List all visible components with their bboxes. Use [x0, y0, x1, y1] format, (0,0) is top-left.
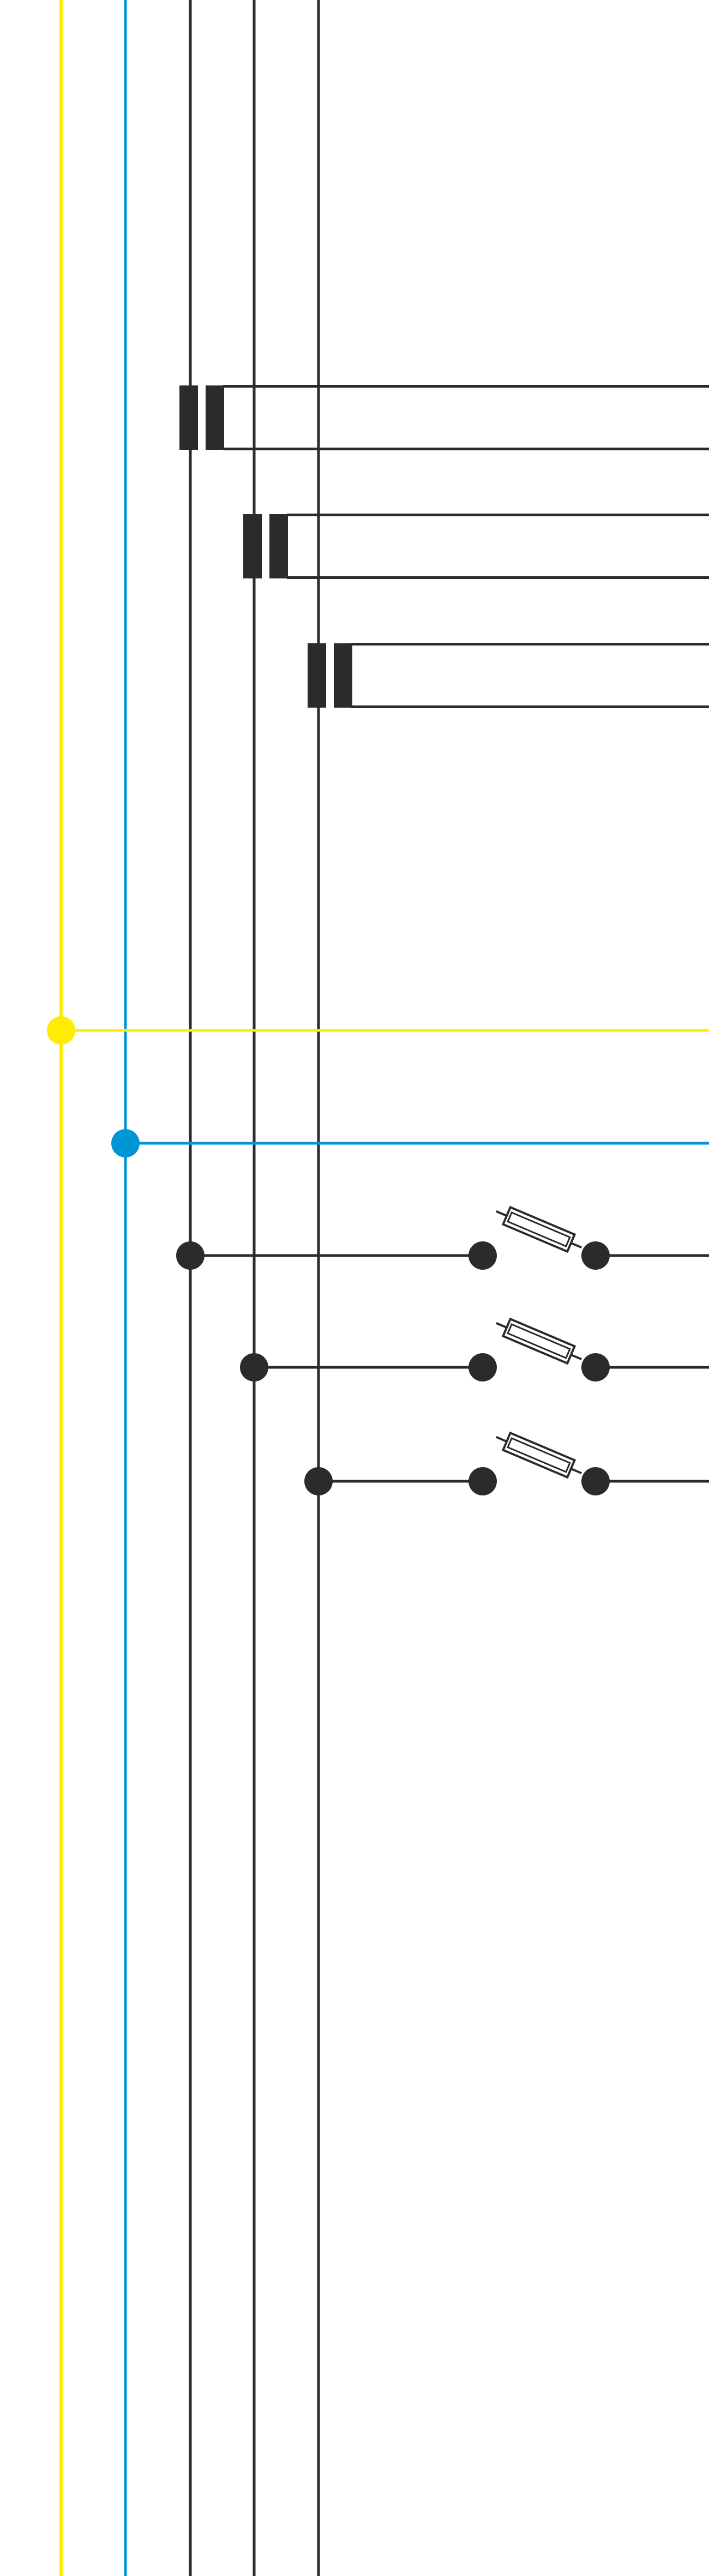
- phase-3-fused-tap-junction-dot: [304, 1467, 333, 1495]
- ct-phase-1-core-bar-right: [206, 385, 224, 450]
- phase-2-fused-tap-fuse-terminal-in: [468, 1353, 497, 1381]
- phase-2-fused-tap-fuse-icon: [495, 1317, 582, 1365]
- branch-tap-group: [47, 1016, 709, 1495]
- ct-phase-3-core-bar-right: [334, 643, 352, 708]
- phase-1-fused-tap-junction-dot: [176, 1241, 205, 1270]
- neutral-tap-junction-dot: [111, 1129, 140, 1157]
- phase-3-fused-tap-fuse-terminal-out: [581, 1467, 610, 1495]
- ct-phase-3-core-bar-left: [308, 643, 326, 708]
- ct-phase-2-core-bar-left: [243, 514, 262, 578]
- current-transformer-group: [179, 385, 709, 708]
- phase-1-fused-tap-fuse-terminal-in: [468, 1241, 497, 1270]
- phase-3-fused-tap-fuse-terminal-in: [468, 1467, 497, 1495]
- earth-tap-junction-dot: [47, 1016, 75, 1045]
- phase-3-fused-tap-fuse-icon: [495, 1431, 582, 1479]
- ct-phase-2-core-bar-right: [269, 514, 288, 578]
- phase-3-fused-tap-fuse-element: [507, 1437, 571, 1473]
- ct-phase-1-core-bar-left: [179, 385, 198, 450]
- phase-1-fused-tap-fuse-icon: [495, 1205, 582, 1253]
- phase-2-fused-tap-fuse-element: [507, 1323, 571, 1359]
- phase-2-fused-tap-junction-dot: [240, 1353, 268, 1381]
- phase-1-fused-tap-fuse-element: [507, 1211, 571, 1247]
- phase-1-fused-tap-fuse-terminal-out: [581, 1241, 610, 1270]
- phase-2-fused-tap-fuse-terminal-out: [581, 1353, 610, 1381]
